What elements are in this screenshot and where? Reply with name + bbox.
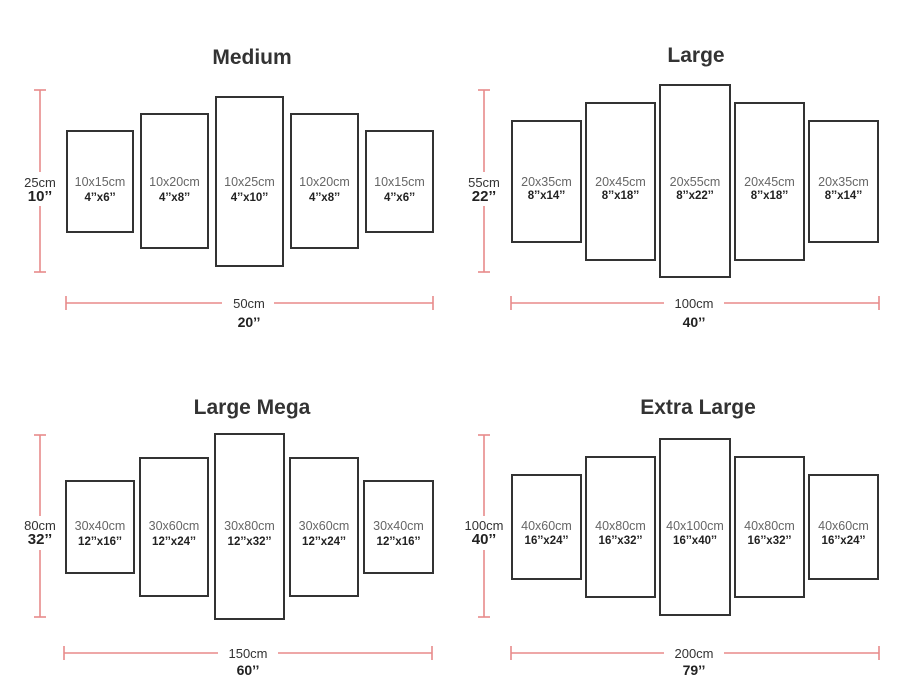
height-dimension: 55cm 22’’ bbox=[462, 89, 506, 273]
panel-size-cm: 10x20cm bbox=[299, 175, 350, 189]
width-cm-label: 100cm bbox=[674, 296, 713, 311]
width-cm-label: 50cm bbox=[233, 296, 265, 311]
panel-2: 40x80cm 16’’x32’’ bbox=[585, 456, 656, 598]
panel-size-inch: 16’’x32’’ bbox=[599, 535, 643, 547]
width-inch-label: 20’’ bbox=[238, 314, 261, 330]
panel-size-cm: 40x80cm bbox=[744, 519, 795, 533]
panel-size-cm: 30x40cm bbox=[75, 519, 126, 533]
width-inch-label: 60’’ bbox=[237, 662, 260, 678]
width-dimension: 100cm 40’’ bbox=[510, 296, 880, 330]
panels: 20x35cm 8’’x14’’ 20x45cm 8’’x18’’ 20x55c… bbox=[511, 84, 879, 278]
panel-size-cm: 40x80cm bbox=[595, 519, 646, 533]
height-dimension: 80cm 32’’ bbox=[18, 434, 62, 618]
width-inch-label: 40’’ bbox=[683, 314, 706, 330]
panel-size-inch: 12’’x24’’ bbox=[302, 536, 346, 548]
section-title: Large bbox=[667, 44, 724, 67]
panel-size-cm: 30x60cm bbox=[149, 519, 200, 533]
panel-5: 10x15cm 4’’x6’’ bbox=[365, 130, 434, 233]
panel-4: 20x45cm 8’’x18’’ bbox=[734, 102, 805, 261]
panel-5: 40x60cm 16’’x24’’ bbox=[808, 474, 879, 580]
width-cm-label: 150cm bbox=[228, 646, 267, 661]
panel-size-cm: 40x60cm bbox=[521, 519, 572, 533]
panel-size-inch: 12’’x24’’ bbox=[152, 536, 196, 548]
panel-size-inch: 16’’x24’’ bbox=[822, 535, 866, 547]
panel-4: 30x60cm 12’’x24’’ bbox=[289, 457, 359, 597]
panel-size-inch: 12’’x16’’ bbox=[78, 536, 122, 548]
section-large: Large 55cm 22’’ 20x35cm 8’’x14’’ 20x45cm… bbox=[462, 44, 880, 330]
height-inch-label: 10’’ bbox=[28, 188, 52, 205]
panel-4: 10x20cm 4’’x8’’ bbox=[290, 113, 359, 249]
height-cm-label: 100cm bbox=[464, 518, 503, 533]
panel-size-cm: 20x45cm bbox=[744, 175, 795, 189]
width-dimension: 200cm 79’’ bbox=[510, 646, 880, 678]
panel-3: 30x80cm 12’’x32’’ bbox=[214, 433, 285, 620]
panels: 30x40cm 12’’x16’’ 30x60cm 12’’x24’’ 30x8… bbox=[65, 433, 434, 620]
panel-3: 10x25cm 4’’x10’’ bbox=[215, 96, 284, 267]
panel-size-inch: 8’’x14’’ bbox=[528, 190, 566, 202]
panel-size-inch: 8’’x14’’ bbox=[825, 190, 863, 202]
panel-size-inch: 4’’x6’’ bbox=[84, 192, 115, 204]
height-dimension: 25cm 10’’ bbox=[18, 89, 62, 273]
panel-1: 10x15cm 4’’x6’’ bbox=[66, 130, 134, 233]
panel-size-cm: 20x35cm bbox=[818, 175, 869, 189]
section-title: Large Mega bbox=[194, 396, 311, 419]
width-dimension: 50cm 20’’ bbox=[65, 296, 434, 330]
panel-size-cm: 40x60cm bbox=[818, 519, 869, 533]
height-inch-label: 40’’ bbox=[472, 531, 496, 548]
panel-size-cm: 20x35cm bbox=[521, 175, 572, 189]
panel-size-inch: 8’’x18’’ bbox=[602, 190, 640, 202]
panel-2: 10x20cm 4’’x8’’ bbox=[140, 113, 209, 249]
panel-4: 40x80cm 16’’x32’’ bbox=[734, 456, 805, 598]
panel-size-cm: 20x55cm bbox=[670, 175, 721, 189]
panel-size-inch: 8’’x22’’ bbox=[676, 190, 714, 202]
panel-size-cm: 10x20cm bbox=[149, 175, 200, 189]
panel-size-cm: 30x60cm bbox=[299, 519, 350, 533]
panel-size-inch: 4’’x8’’ bbox=[159, 192, 190, 204]
panel-size-cm: 10x15cm bbox=[75, 175, 126, 189]
panel-5: 30x40cm 12’’x16’’ bbox=[363, 480, 434, 574]
section-title: Medium bbox=[212, 46, 291, 69]
panel-size-cm: 30x40cm bbox=[373, 519, 424, 533]
height-cm-label: 80cm bbox=[24, 518, 56, 533]
width-cm-label: 200cm bbox=[674, 646, 713, 661]
panels: 40x60cm 16’’x24’’ 40x80cm 16’’x32’’ 40x1… bbox=[511, 438, 879, 616]
height-inch-label: 22’’ bbox=[472, 188, 496, 205]
panel-size-cm: 30x80cm bbox=[224, 519, 275, 533]
panel-size-inch: 4’’x8’’ bbox=[309, 192, 340, 204]
panel-size-cm: 20x45cm bbox=[595, 175, 646, 189]
panel-5: 20x35cm 8’’x14’’ bbox=[808, 120, 879, 243]
height-cm-label: 25cm bbox=[24, 175, 56, 190]
height-cm-label: 55cm bbox=[468, 175, 500, 190]
panel-size-inch: 12’’x32’’ bbox=[228, 536, 272, 548]
section-medium: Medium 25cm 10’’ 10x15cm 4’’x6’’ 10x20cm… bbox=[18, 46, 434, 330]
panel-size-inch: 16’’x24’’ bbox=[525, 535, 569, 547]
panel-size-inch: 16’’x32’’ bbox=[748, 535, 792, 547]
panel-size-cm: 40x100cm bbox=[666, 519, 724, 533]
panel-1: 30x40cm 12’’x16’’ bbox=[65, 480, 135, 574]
width-dimension: 150cm 60’’ bbox=[63, 646, 433, 678]
panel-size-inch: 12’’x16’’ bbox=[377, 536, 421, 548]
panel-size-inch: 4’’x10’’ bbox=[231, 192, 269, 204]
panel-size-inch: 8’’x18’’ bbox=[751, 190, 789, 202]
panels: 10x15cm 4’’x6’’ 10x20cm 4’’x8’’ 10x25cm … bbox=[66, 96, 434, 267]
panel-size-inch: 4’’x6’’ bbox=[384, 192, 415, 204]
panel-2: 30x60cm 12’’x24’’ bbox=[139, 457, 209, 597]
width-inch-label: 79’’ bbox=[683, 662, 706, 678]
panel-1: 20x35cm 8’’x14’’ bbox=[511, 120, 582, 243]
panel-1: 40x60cm 16’’x24’’ bbox=[511, 474, 582, 580]
panel-2: 20x45cm 8’’x18’’ bbox=[585, 102, 656, 261]
panel-size-cm: 10x15cm bbox=[374, 175, 425, 189]
panel-size-inch: 16’’x40’’ bbox=[673, 535, 717, 547]
height-dimension: 100cm 40’’ bbox=[460, 434, 508, 618]
height-inch-label: 32’’ bbox=[28, 531, 52, 548]
panel-size-cm: 10x25cm bbox=[224, 175, 275, 189]
panel-3: 20x55cm 8’’x22’’ bbox=[659, 84, 731, 278]
section-large-mega: Large Mega 80cm 32’’ 30x40cm 12’’x16’’ 3… bbox=[18, 396, 434, 678]
section-extra-large: Extra Large 100cm 40’’ 40x60cm 16’’x24’’… bbox=[460, 396, 880, 678]
section-title: Extra Large bbox=[640, 396, 756, 419]
panel-3: 40x100cm 16’’x40’’ bbox=[659, 438, 731, 616]
